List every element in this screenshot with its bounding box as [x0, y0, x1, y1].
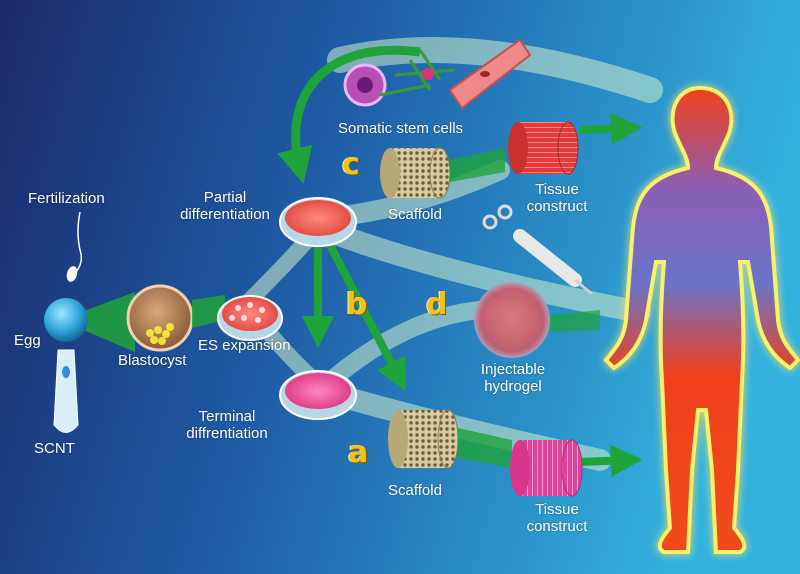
- scaffold-bottom-label: Scaffold: [388, 482, 442, 499]
- somatic-stem-cells-icon: [343, 38, 532, 110]
- somatic-to-partial-arrow: [277, 45, 421, 184]
- tissue-construct-bottom-label: Tissue construct: [526, 501, 588, 535]
- es-expansion-label: ES expansion: [198, 337, 291, 354]
- injectable-hydrogel-icon: [474, 282, 550, 358]
- partial-differentiation-label: Partial differentiation: [180, 189, 270, 223]
- fertilization-label: Fertilization: [28, 190, 105, 207]
- blastocyst-icon: [126, 284, 194, 352]
- scaffold-top-label: Scaffold: [388, 206, 442, 223]
- human-body-icon: [603, 85, 800, 554]
- es-expansion-dish-icon: [217, 295, 283, 341]
- scnt-label: SCNT: [34, 440, 75, 457]
- syringe-icon: [482, 204, 593, 296]
- scaffold-bottom-icon: [388, 409, 459, 469]
- route-letter-a: a: [348, 435, 369, 470]
- injectable-hydrogel-label: Injectable hydrogel: [480, 361, 546, 395]
- tissue-construct-bottom-icon: [510, 439, 583, 497]
- egg-icon: [44, 298, 88, 342]
- egg-label: Egg: [14, 332, 41, 349]
- scnt-pipette-icon: [53, 349, 79, 433]
- partial-differentiation-dish-icon: [279, 197, 357, 247]
- egg-to-blastocyst-beam: [60, 292, 135, 352]
- sperm-icon: [66, 211, 83, 282]
- terminal-differentiation-label: Terminal diffrentiation: [186, 408, 268, 442]
- route-letter-c: c: [342, 147, 360, 182]
- tissue-construct-top-icon: [508, 121, 579, 175]
- somatic-stem-cells-label: Somatic stem cells: [338, 120, 464, 137]
- scaffold-top-icon: [380, 147, 451, 199]
- blastocyst-label: Blastocyst: [118, 352, 187, 369]
- tissue-construct-top-label: Tissue construct: [526, 181, 588, 215]
- terminal-differentiation-dish-icon: [279, 370, 357, 420]
- route-letter-d: d: [426, 287, 448, 322]
- green-arrows: [302, 112, 643, 477]
- route-letter-b: b: [346, 287, 368, 322]
